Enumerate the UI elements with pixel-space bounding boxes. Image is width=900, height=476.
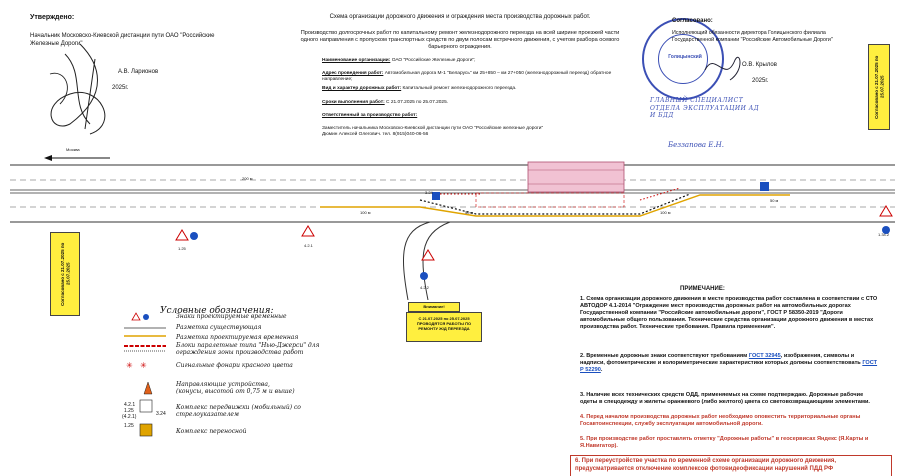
field-value: ОАО "Российские Железные Дороги"; — [391, 58, 476, 63]
approval-left-header: Утверждено: — [30, 14, 75, 21]
note-2-text: , изображения, символы и надписи, фотоме… — [580, 353, 863, 366]
field-label: Ответственный за производство работ: — [322, 113, 418, 118]
note-1: 1. Схема организации дорожного движения … — [580, 296, 878, 330]
distance-label: 50 м — [465, 210, 474, 215]
distance-label: 50 м — [770, 198, 779, 203]
direction-arrow-icon — [44, 155, 52, 161]
road-plan — [10, 155, 895, 300]
legend-item: Блоки паралетные типа "Нью-Джерси" для о… — [176, 342, 320, 356]
approval-left-year: 2025г. — [112, 85, 129, 91]
field-address: Адрес проведения работ: Автомобильная до… — [322, 71, 622, 83]
stamp-name-blue: Беззапова Е.Н. — [668, 141, 724, 149]
svg-text:✳: ✳ — [140, 361, 147, 370]
legend-item: Знаки проектируемые временные — [176, 313, 287, 320]
railway-crossing-zone — [527, 161, 625, 193]
legend-symbols: ✳ ✳ — [124, 312, 166, 437]
note-2: 2. Временные дорожные знаки соответствую… — [580, 353, 880, 374]
field-responsible-label: Ответственный за производство работ: — [322, 113, 622, 119]
document-title: Схема организации дорожного движения и о… — [329, 14, 591, 20]
note-5: 5. При производстве работ проставлять от… — [580, 436, 869, 449]
sign-code: 4.2.2 — [420, 285, 429, 290]
field-responsible: Заместитель начальника Московско-Киевско… — [322, 126, 552, 138]
legend-item: Разметка проектируемая временная — [176, 334, 299, 341]
field-value: С 21.07.2025 по 25.07.2025. — [386, 100, 449, 105]
field-label: Адрес проведения работ: — [322, 71, 384, 76]
warning-box: С 21.07.2025 по 25.07.2025 ПРОВОДЯТСЯ РА… — [406, 312, 482, 342]
agreed-box-side-left: Согласовано с 21.07.2025 по 25.07.2025 — [50, 232, 80, 316]
mobile-complex-icon — [139, 399, 153, 413]
agreed-box-side-top-text: Согласовано с 21.07.2025 по 25.07.2025 — [873, 55, 885, 119]
legend-item: Комплекс переносной — [176, 428, 247, 435]
note-3: 3. Наличие всех технических средств ОДД,… — [580, 392, 870, 405]
approval-block-left: Утверждено: Начальник Московско-Киевской… — [30, 14, 230, 48]
agreed-box-side-top: Согласовано с 21.07.2025 по 25.07.2025 — [868, 44, 890, 130]
cone-icon — [143, 381, 153, 395]
field-label: Наименование организации: — [322, 58, 391, 63]
note-2-text: 2. Временные дорожные знаки соответствую… — [580, 353, 749, 359]
sign-group — [175, 182, 893, 280]
gost-52290-link[interactable]: ГОСТ Р 52290 — [580, 360, 878, 373]
legend-code: 1.25 — [124, 423, 134, 429]
sign-code: 1.25 — [178, 246, 186, 251]
legend-code: 3.24 — [156, 411, 166, 417]
sign-code: 4.2.1 — [304, 243, 313, 248]
direction-label: Москва — [66, 147, 80, 152]
approval-right-year: 2025г. — [752, 78, 769, 84]
gost-32945-link[interactable]: ГОСТ 32945 — [748, 353, 781, 359]
distance-label: 100 м — [360, 210, 371, 215]
field-organization: Наименование организации: ОАО "Российски… — [322, 58, 622, 64]
red-lamp-icon: ✳ ✳ — [126, 361, 147, 370]
svg-text:✳: ✳ — [126, 361, 133, 370]
field-dates: Сроки выполнения работ: С 21.07.2025 по … — [322, 100, 622, 106]
field-value: Заместитель начальника Московско-Киевско… — [322, 126, 544, 137]
barrier-chain — [419, 193, 691, 215]
field-label: Сроки выполнения работ: — [322, 100, 385, 105]
stamp-label: Голицынский — [668, 54, 702, 60]
legend-item: Сигнальные фонари красного цвета — [176, 362, 293, 369]
legend-code: 4.2.1 — [124, 402, 136, 408]
field-value: Автомобильная дорога М-1 "Беларусь" км 2… — [322, 71, 612, 82]
legend-item: Разметка существующая — [176, 324, 262, 331]
field-label: Вид и характер дорожных работ: — [322, 86, 402, 91]
portable-complex-icon — [139, 423, 153, 437]
legend-code: 1.25 — [124, 408, 134, 414]
signature-left — [49, 43, 106, 135]
stamp-inner-ring — [658, 34, 708, 84]
approval-right-position: Исполняющий обязанности директора Голицы… — [672, 30, 833, 43]
approval-right-header: Согласовано: — [672, 18, 713, 24]
stamp-text-blue: ГЛАВНЫЙ СПЕЦИАЛИСТ ОТДЕЛА ЭКСПЛУАТАЦИИ А… — [650, 97, 760, 119]
legend-title: Условные обозначения: — [160, 306, 274, 316]
field-value: Капитальный ремонт железнодорожного пере… — [402, 86, 517, 91]
note-6: 6. При переустройстве участка по временн… — [570, 455, 892, 476]
legend-item: Комплекс передвижки (мобильный) со стрел… — [176, 404, 301, 418]
notes-title: ПРИМЕЧАНИЕ: — [680, 286, 725, 292]
legend-code: (4.2.1) — [122, 414, 137, 420]
approval-left-signatory: А.В. Ларионов — [118, 69, 159, 75]
round-stamp: Голицынский — [642, 18, 724, 100]
side-road — [403, 221, 431, 300]
sign-code: 3.24 — [425, 190, 433, 195]
approval-left-position: Начальник Московско-Киевской дистанции п… — [30, 33, 215, 47]
signature-right — [704, 57, 741, 81]
distance-label: 100 м — [660, 210, 671, 215]
legend-sign-icon — [131, 312, 149, 321]
approval-block-right: Согласовано: Исполняющий обязанности дир… — [672, 18, 857, 44]
warning-box-header: Внимание! — [408, 302, 460, 312]
field-work-type: Вид и характер дорожных работ: Капитальн… — [322, 86, 622, 92]
sign-code: 1.34.2 — [878, 232, 890, 237]
distance-label: 200 м — [242, 176, 253, 181]
temporary-marking-yellow — [320, 194, 790, 217]
approval-right-signatory: О.В. Крылов — [742, 62, 777, 68]
document-subtitle: Производство долгосрочных работ по капит… — [300, 30, 620, 50]
note-2-text: . — [600, 367, 603, 373]
note-4: 4. Перед началом производства дорожных р… — [580, 414, 861, 427]
legend-item: Направляющие устройства, (конусы, высото… — [176, 381, 295, 395]
work-zone — [475, 192, 625, 208]
